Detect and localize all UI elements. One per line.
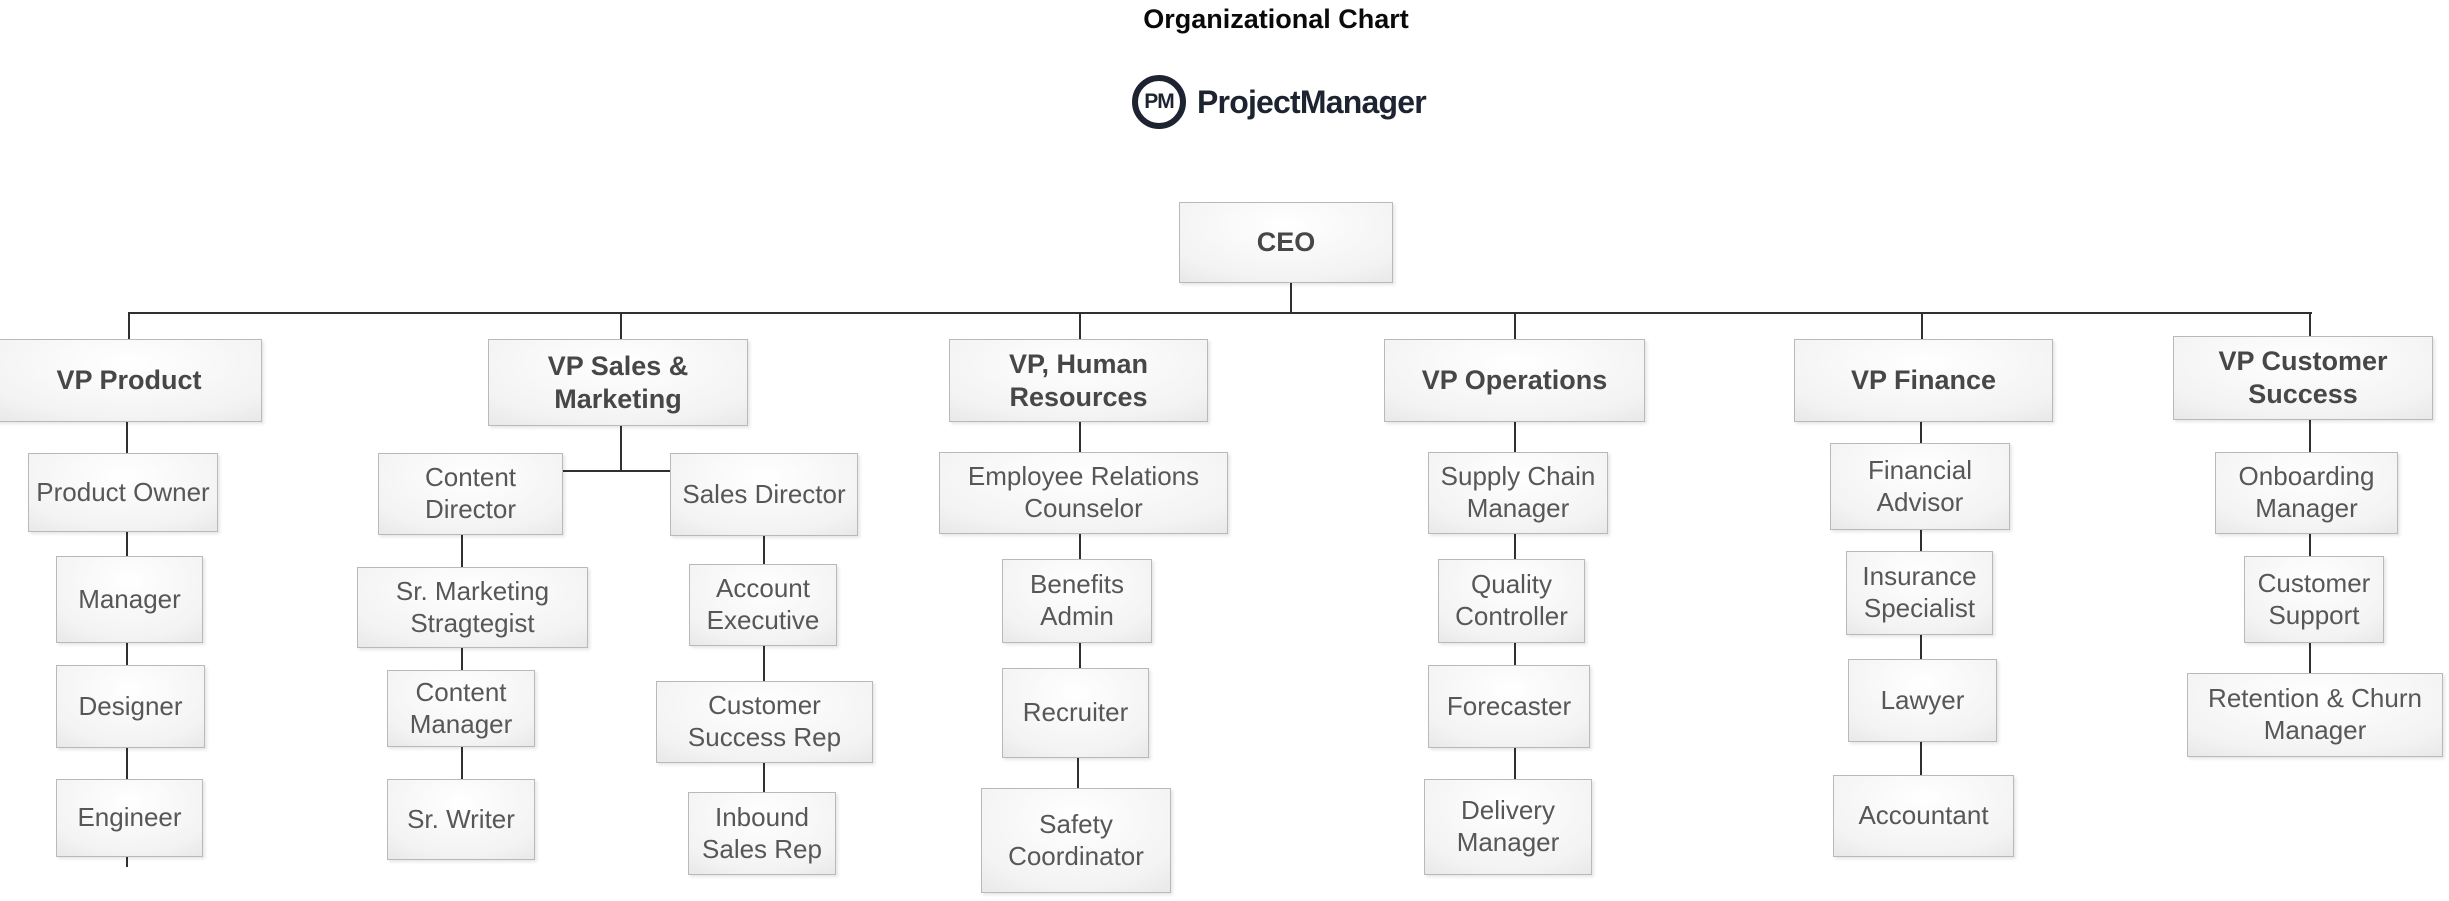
node-insurance-specialist: Insurance Specialist [1846,551,1993,635]
node-content-manager: Content Manager [387,670,535,747]
node-account-executive: Account Executive [689,564,837,646]
node-manager: Manager [56,556,203,643]
node-product-owner: Product Owner [28,453,218,532]
node-recruiter: Recruiter [1002,668,1149,758]
node-customer-support: Customer Support [2244,556,2384,643]
node-engineer: Engineer [56,779,203,857]
node-vp-operations: VP Operations [1384,339,1645,422]
node-lawyer: Lawyer [1848,659,1997,742]
node-benefits-admin: Benefits Admin [1002,559,1152,643]
node-financial-advisor: Financial Advisor [1830,443,2010,530]
node-sales-director: Sales Director [670,453,858,536]
node-vp-finance: VP Finance [1794,339,2053,422]
node-content-director: Content Director [378,453,563,535]
node-supply-chain-manager: Supply Chain Manager [1428,452,1608,534]
node-designer: Designer [56,665,205,748]
node-forecaster: Forecaster [1428,665,1590,748]
node-vp-product: VP Product [0,339,262,422]
node-delivery-manager: Delivery Manager [1424,779,1592,875]
node-quality-controller: Quality Controller [1438,559,1585,643]
projectmanager-logo: PM ProjectManager [1132,75,1427,129]
logo-wordmark: ProjectManager [1197,83,1427,120]
node-safety-coordinator: Safety Coordinator [981,788,1171,893]
node-retention-churn-manager: Retention & Churn Manager [2187,673,2443,757]
node-vp-sales-marketing: VP Sales & Marketing [488,339,748,426]
pm-logo-icon: PM [1132,75,1186,129]
page-title: Organizational Chart [1143,4,1409,34]
node-inbound-sales-rep: Inbound Sales Rep [688,792,836,875]
node-ceo: CEO [1179,202,1393,283]
node-sr-marketing-strategist: Sr. Marketing Stragtegist [357,567,588,648]
node-vp-customer-success: VP Customer Success [2173,336,2433,420]
node-onboarding-manager: Onboarding Manager [2215,452,2398,534]
node-customer-success-rep: Customer Success Rep [656,681,873,763]
node-employee-relations-counselor: Employee Relations Counselor [939,452,1228,534]
node-vp-human-resources: VP, Human Resources [949,339,1208,422]
node-sr-writer: Sr. Writer [387,779,535,860]
node-accountant: Accountant [1833,775,2014,857]
